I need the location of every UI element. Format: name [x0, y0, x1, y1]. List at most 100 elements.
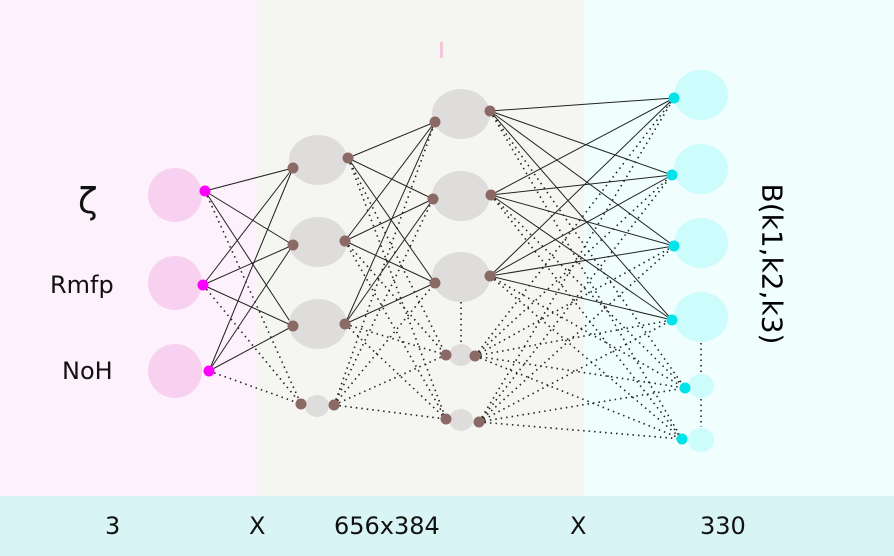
hidden2-out-dot-2: [484, 270, 496, 282]
input-layer-panel: [0, 0, 258, 496]
edge-h2-1-out-3: [490, 194, 673, 321]
input-node-2: [148, 344, 202, 398]
output-connector-dot-5: [676, 433, 688, 445]
edge-input-0-h1-0: [204, 167, 294, 192]
hidden1-in-dot-0: [287, 162, 299, 174]
edge-h1-extra-h2-3: [333, 354, 447, 406]
edge-h1-0-h2-1: [347, 157, 434, 200]
output-node-5: [688, 428, 714, 452]
hidden1-node-1: [289, 217, 347, 267]
edge-input-2-h1-1: [208, 244, 294, 372]
edge-h2-0-out-1: [489, 110, 673, 176]
edge-h2-0-out-2: [489, 110, 675, 247]
edge-h1-0-h2-extra-1: [347, 157, 447, 420]
edge-h2-extra-0-out-4: [474, 355, 686, 389]
output-connector-dot-0: [668, 92, 680, 104]
hidden2-out-dot-4: [473, 416, 485, 428]
hidden2-in-dot-3: [440, 349, 452, 361]
hidden2-node-3: [449, 344, 473, 366]
output-node-1: [674, 144, 728, 194]
edge-h2-1-out-1: [490, 174, 673, 196]
input-node-1: [148, 256, 202, 310]
times-symbol-1: X: [249, 512, 266, 540]
edge-h2-extra-0-out-1: [474, 174, 673, 357]
times-symbol-2: X: [570, 512, 587, 540]
edge-h1-1-h2-extra-1: [344, 240, 447, 420]
edge-input-1-h1-0: [202, 167, 294, 286]
edge-h2-2-out-extra-0: [489, 275, 686, 389]
hidden2-node-1: [432, 171, 490, 221]
edge-h1-1-h2-0: [344, 121, 436, 242]
edge-h2-extra-1-out-5: [478, 421, 683, 440]
edge-h1-2-h2-extra-0: [344, 323, 447, 356]
input-label-noh: NoH: [62, 357, 113, 385]
edge-input-0-h1-2: [204, 190, 294, 327]
edge-h2-2-out-2: [489, 245, 675, 277]
edge-h1-2-h2-0: [344, 121, 436, 325]
edge-h2-0-out-3: [489, 110, 673, 321]
output-node-4: [688, 374, 714, 398]
output-node-2: [674, 218, 728, 268]
edge-input-1-h1-2: [202, 284, 294, 327]
edge-h2-1-out-extra-1: [490, 194, 683, 440]
edge-h2-1-out-2: [490, 194, 675, 247]
input-label-rmfp: Rmfp: [50, 271, 114, 299]
input-connector-dot-0: [199, 185, 211, 197]
hidden1-out-dot-0: [342, 152, 354, 164]
layer-size-footer: 3 X 656x384 X 330: [0, 496, 894, 556]
hidden1-node-0: [289, 135, 347, 185]
edge-h2-2-out-0: [489, 97, 675, 277]
hidden2-out-dot-1: [485, 189, 497, 201]
edge-input-2-h1-0: [208, 167, 294, 372]
edge-h1-1-h2-2: [344, 240, 436, 284]
output-label-container: B(k1,k2,k3): [742, 164, 802, 364]
hidden2-in-dot-1: [427, 193, 439, 205]
edge-h1-2-h2-extra-1: [344, 323, 447, 420]
edge-h1-2-h2-1: [344, 198, 434, 325]
hidden1-in-dot-2: [287, 320, 299, 332]
output-label: B(k1,k2,k3): [755, 183, 789, 345]
edge-h1-extra-h2-4: [333, 404, 447, 420]
hidden2-out-dot-0: [484, 105, 496, 117]
hidden2-in-dot-4: [440, 413, 452, 425]
edge-input-0-h1-extra: [204, 190, 302, 405]
hidden1-in-dot-3: [295, 398, 307, 410]
edge-input-1-h1-1: [202, 244, 294, 286]
edge-h2-0-out-extra-0: [489, 110, 686, 389]
input-node-0: [148, 168, 202, 222]
edge-input-2-h1-2: [208, 325, 294, 372]
hidden2-node-0: [432, 89, 490, 139]
input-size: 3: [105, 512, 121, 540]
output-node-0: [674, 70, 728, 120]
top-mark: [440, 42, 443, 58]
edge-h2-2-out-3: [489, 275, 673, 321]
edge-h1-0-h2-0: [347, 121, 436, 159]
hidden2-node-4: [449, 409, 473, 431]
output-connector-dot-1: [666, 169, 678, 181]
edge-h1-1-h2-extra-0: [344, 240, 447, 356]
input-label-zeta: ζ: [78, 181, 98, 222]
output-layer-panel: [584, 0, 894, 496]
output-connector-dot-3: [666, 314, 678, 326]
edge-h2-2-out-1: [489, 174, 673, 277]
hidden1-in-dot-1: [287, 239, 299, 251]
hidden1-node-3: [305, 395, 329, 417]
hidden1-out-dot-3: [328, 399, 340, 411]
edge-h2-extra-0-out-3: [474, 319, 673, 357]
edge-input-1-h1-extra: [202, 284, 302, 405]
output-connector-dot-4: [679, 382, 691, 394]
edge-h1-2-h2-2: [344, 282, 436, 325]
edge-input-0-h1-1: [204, 190, 294, 246]
edge-h2-0-out-0: [489, 97, 675, 112]
edge-h2-1-out-0: [490, 97, 675, 196]
input-connector-dot-1: [197, 279, 209, 291]
edge-h1-0-h2-extra-0: [347, 157, 447, 356]
output-node-3: [674, 292, 728, 342]
edge-h1-1-h2-1: [344, 198, 434, 242]
output-size: 330: [700, 512, 746, 540]
hidden2-in-dot-0: [429, 116, 441, 128]
input-connector-dot-2: [203, 365, 215, 377]
hidden1-out-dot-2: [339, 318, 351, 330]
